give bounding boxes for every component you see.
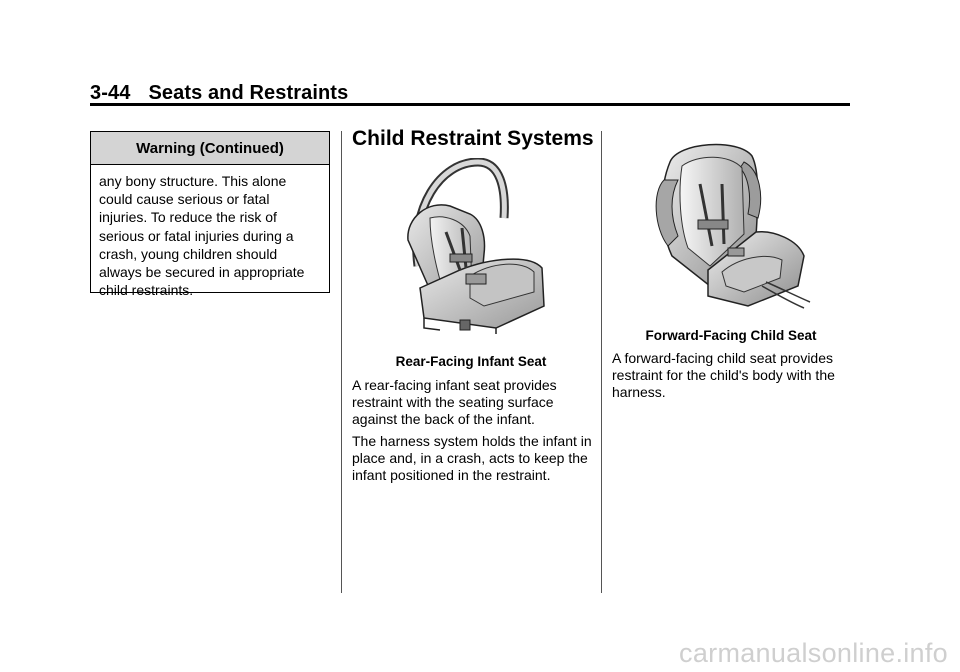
- column-divider-right: [601, 131, 602, 593]
- forward-facing-caption: Forward-Facing Child Seat: [645, 328, 817, 343]
- column-divider-left: [341, 131, 342, 593]
- page-header: 3-44 Seats and Restraints: [90, 82, 850, 106]
- section-name: Seats and Restraints: [148, 82, 349, 104]
- rear-facing-infant-seat-illustration: [400, 157, 550, 336]
- header-title: 3-44 Seats and Restraints: [90, 82, 850, 105]
- warning-title: Warning (Continued): [91, 132, 329, 165]
- forward-facing-paragraph: A forward-facing child seat provides res…: [612, 350, 835, 400]
- warning-text: any bony structure. This alone could cau…: [99, 173, 305, 299]
- rear-facing-caption: Rear-Facing Infant Seat: [395, 354, 547, 369]
- page-number: 3-44: [90, 82, 131, 104]
- rear-facing-paragraph-1: A rear-facing infant seat provides restr…: [352, 377, 557, 427]
- forward-facing-child-seat-illustration: [648, 136, 816, 312]
- watermark-text: carmanualsonline.info: [679, 638, 948, 668]
- warning-box: Warning (Continued) any bony structure. …: [90, 131, 330, 298]
- header-rule: [90, 103, 850, 106]
- section-title: Child Restraint Systems: [352, 127, 594, 150]
- rear-facing-paragraph-2: The harness system holds the infant in p…: [352, 433, 592, 483]
